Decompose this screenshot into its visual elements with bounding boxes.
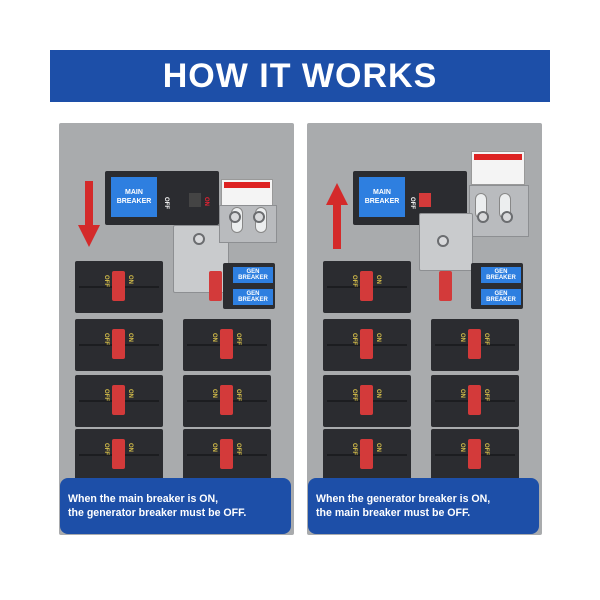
breaker-handle[interactable] xyxy=(360,271,373,301)
title-banner: HOW IT WORKS xyxy=(50,50,550,102)
breaker-off-label: ON xyxy=(127,333,133,342)
breaker-on-label: ON xyxy=(459,333,465,342)
breaker[interactable]: OFF ON xyxy=(323,261,411,313)
gen-breaker-label-text: GEN BREAKER xyxy=(486,291,516,303)
breaker-off-label: OFF xyxy=(483,333,489,345)
breaker-on-label: OFF xyxy=(351,275,357,287)
screw-icon xyxy=(437,235,449,247)
breaker-on-label: ON xyxy=(211,443,217,452)
breaker-off-label: OFF xyxy=(235,443,241,455)
main-breaker-label-text: MAIN BREAKER xyxy=(116,189,152,205)
warning-sticker xyxy=(221,179,273,209)
breaker[interactable]: OFF ON xyxy=(75,261,163,313)
gen-breaker-label: GEN BREAKER xyxy=(233,289,273,305)
breaker-off-label: OFF xyxy=(483,389,489,401)
screw-icon xyxy=(229,211,241,223)
breaker-handle[interactable] xyxy=(468,329,481,359)
breaker-handle[interactable] xyxy=(360,439,373,469)
breaker-on-label: OFF xyxy=(103,443,109,455)
screw-icon xyxy=(253,211,265,223)
breaker-off-label: OFF xyxy=(235,389,241,401)
main-toggle-off-label: OFF xyxy=(409,197,415,209)
breaker[interactable]: OFF ON xyxy=(75,319,163,371)
warning-sticker-stripe xyxy=(224,182,270,188)
gen-breaker-label-upper-text: GEN BREAKER xyxy=(238,269,268,281)
screw-icon xyxy=(193,233,205,245)
breaker-off-label: ON xyxy=(127,389,133,398)
breaker-handle[interactable] xyxy=(360,329,373,359)
main-toggle-off-label: OFF xyxy=(163,197,169,209)
gen-breaker-label-text: GEN BREAKER xyxy=(238,291,268,303)
gen-breaker-label-upper: GEN BREAKER xyxy=(233,267,273,283)
breaker-on-label: OFF xyxy=(351,443,357,455)
warning-sticker xyxy=(471,151,525,185)
breaker[interactable]: ON OFF xyxy=(183,429,271,481)
breaker-handle[interactable] xyxy=(112,329,125,359)
breaker-on-label: ON xyxy=(211,389,217,398)
breaker[interactable]: OFF ON xyxy=(323,319,411,371)
warning-sticker-stripe xyxy=(474,154,522,160)
arrow-up-icon xyxy=(326,183,348,249)
breaker-on-label: OFF xyxy=(103,333,109,345)
breaker-off-label: ON xyxy=(375,333,381,342)
breaker-handle[interactable] xyxy=(112,439,125,469)
screw-icon xyxy=(477,211,489,223)
breaker-handle[interactable] xyxy=(468,385,481,415)
breaker[interactable]: ON OFF xyxy=(183,319,271,371)
main-breaker-label: MAIN BREAKER xyxy=(111,177,157,217)
right-caption: When the generator breaker is ON, the ma… xyxy=(308,478,539,534)
gen-breaker-label: GEN BREAKER xyxy=(481,289,521,305)
main-breaker-label: MAIN BREAKER xyxy=(359,177,405,217)
breaker[interactable]: ON OFF xyxy=(431,429,519,481)
breaker[interactable]: OFF ON xyxy=(75,375,163,427)
breaker-on-label: OFF xyxy=(351,389,357,401)
breaker-handle[interactable] xyxy=(468,439,481,469)
breaker-on-label: ON xyxy=(459,443,465,452)
breaker-on-label: ON xyxy=(211,333,217,342)
breaker[interactable]: ON OFF xyxy=(431,375,519,427)
breaker-on-label: OFF xyxy=(351,333,357,345)
left-caption-line2: the generator breaker must be OFF. xyxy=(68,507,247,519)
breaker-handle[interactable] xyxy=(112,271,125,301)
generator-breaker-handle[interactable] xyxy=(209,271,222,301)
breaker-on-label: ON xyxy=(459,389,465,398)
left-panel: MAIN BREAKER OFF ON GEN BREAKER GEN BREA… xyxy=(59,123,294,535)
main-breaker-label-text: MAIN BREAKER xyxy=(364,189,400,205)
breaker-off-label: ON xyxy=(375,443,381,452)
breaker-handle[interactable] xyxy=(112,385,125,415)
arrow-down-icon xyxy=(78,181,100,247)
main-toggle-on-label: ON xyxy=(203,197,209,206)
breaker[interactable]: OFF ON xyxy=(323,429,411,481)
breaker-on-label: OFF xyxy=(103,389,109,401)
breaker-off-label: OFF xyxy=(483,443,489,455)
main-breaker-block: MAIN BREAKER OFF ON xyxy=(105,171,219,225)
breaker-handle[interactable] xyxy=(220,385,233,415)
breaker[interactable]: ON OFF xyxy=(183,375,271,427)
main-breaker-toggle[interactable] xyxy=(419,193,431,207)
breaker-handle[interactable] xyxy=(360,385,373,415)
screw-icon xyxy=(501,211,513,223)
gen-breaker-label-upper: GEN BREAKER xyxy=(481,267,521,283)
breaker-off-label: ON xyxy=(375,275,381,284)
breaker-off-label: ON xyxy=(127,443,133,452)
breaker-on-label: OFF xyxy=(103,275,109,287)
page-title: HOW IT WORKS xyxy=(162,56,438,95)
interlock-plate-upper xyxy=(219,205,277,243)
breaker-off-label: ON xyxy=(375,389,381,398)
breaker[interactable]: ON OFF xyxy=(431,319,519,371)
breaker-off-label: OFF xyxy=(235,333,241,345)
breaker-handle[interactable] xyxy=(220,439,233,469)
breaker[interactable]: OFF ON xyxy=(323,375,411,427)
breaker[interactable]: OFF ON xyxy=(75,429,163,481)
left-caption: When the main breaker is ON, the generat… xyxy=(60,478,291,534)
right-caption-line2: the main breaker must be OFF. xyxy=(316,507,471,519)
right-panel: MAIN BREAKER OFF GEN BREAKER GEN BREAKER… xyxy=(307,123,542,535)
generator-breaker-handle[interactable] xyxy=(439,271,452,301)
gen-breaker-label-upper-text: GEN BREAKER xyxy=(486,269,516,281)
breaker-off-label: ON xyxy=(127,275,133,284)
right-caption-line1: When the generator breaker is ON, xyxy=(316,493,491,505)
left-caption-line1: When the main breaker is ON, xyxy=(68,493,219,505)
breaker-handle[interactable] xyxy=(220,329,233,359)
main-breaker-toggle[interactable] xyxy=(189,193,201,207)
